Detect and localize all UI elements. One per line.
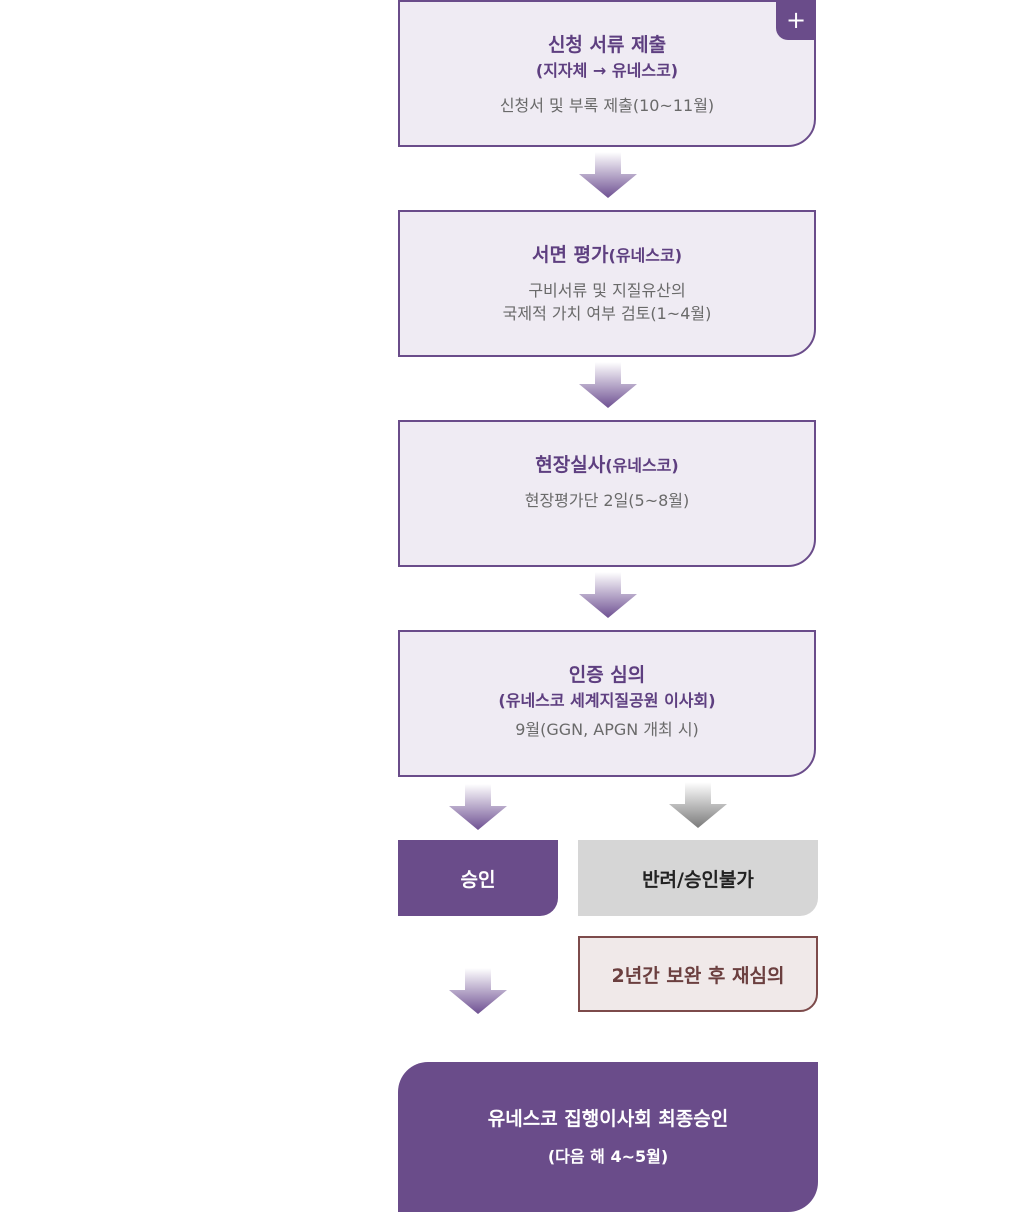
step-title: 현장실사(유네스코)	[535, 454, 679, 476]
step-application: + 신청 서류 제출 (지자체 → 유네스코) 신청서 및 부록 제출(10~1…	[398, 0, 816, 147]
step-org: (지자체 → 유네스코)	[535, 61, 679, 80]
arrow-down-icon	[669, 782, 727, 828]
step-org: (유네스코 세계지질공원 이사회)	[498, 691, 716, 710]
arrow-down-icon	[449, 784, 507, 830]
step-title: 인증 심의	[568, 664, 646, 686]
re-review-box: 2년간 보완 후 재심의	[578, 936, 818, 1012]
step-desc: 현장평가단 2일(5~8월)	[524, 491, 690, 510]
reject-box: 반려/승인불가	[578, 840, 818, 916]
step-certification-review: 인증 심의 (유네스코 세계지질공원 이사회) 9월(GGN, APGN 개최 …	[398, 630, 816, 777]
arrow-down-icon	[579, 572, 637, 618]
step-field-inspection: 현장실사(유네스코) 현장평가단 2일(5~8월)	[398, 420, 816, 567]
expand-button[interactable]: +	[776, 0, 816, 40]
final-subtitle: (다음 해 4~5월)	[547, 1147, 669, 1166]
step-title: 신청 서류 제출	[547, 34, 667, 56]
final-approval-box: 유네스코 집행이사회 최종승인 (다음 해 4~5월)	[398, 1062, 818, 1212]
approve-box: 승인	[398, 840, 558, 916]
plus-icon: +	[785, 6, 807, 34]
step-title: 서면 평가(유네스코)	[531, 244, 683, 266]
step-document-review: 서면 평가(유네스코) 구비서류 및 지질유산의 국제적 가치 여부 검토(1~…	[398, 210, 816, 357]
step-desc: 신청서 및 부록 제출(10~11월)	[499, 96, 715, 115]
step-desc: 구비서류 및 지질유산의 국제적 가치 여부 검토(1~4월)	[502, 281, 712, 323]
step-desc: 9월(GGN, APGN 개최 시)	[515, 720, 699, 739]
arrow-down-icon	[579, 152, 637, 198]
arrow-down-icon	[579, 362, 637, 408]
arrow-down-icon	[449, 968, 507, 1014]
final-title: 유네스코 집행이사회 최종승인	[487, 1108, 729, 1130]
